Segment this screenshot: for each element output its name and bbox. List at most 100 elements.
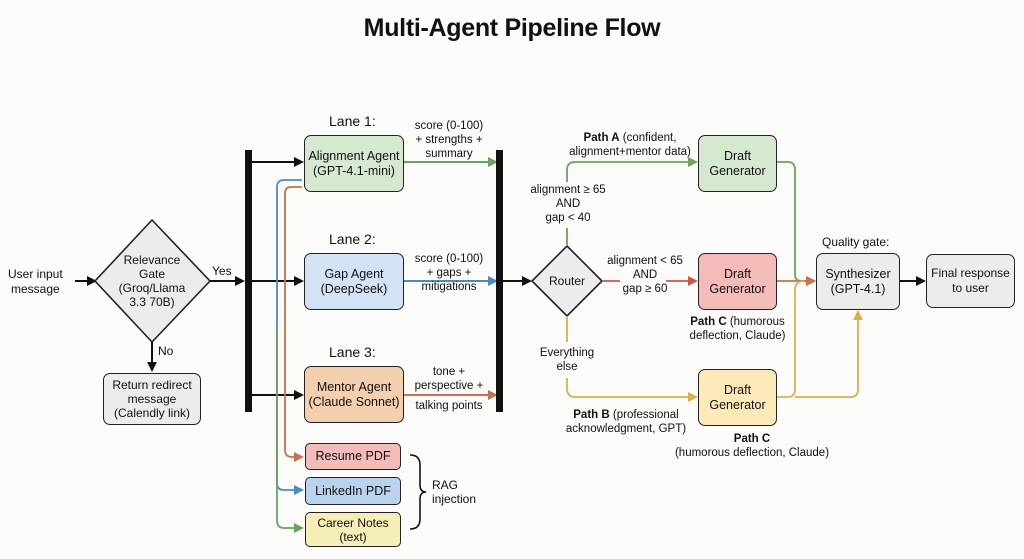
redirect-line1: Return redirect: [112, 378, 192, 392]
relevance-gate-line2: Gate: [138, 267, 165, 281]
path-c-title: Path C: [690, 316, 727, 328]
lane-2-out-line1: score (0-100): [414, 253, 484, 265]
alignment-agent-name: Alignment Agent: [308, 148, 400, 163]
path-b-title: Path B: [573, 409, 610, 421]
relevance-gate-line3: (Groq/Llama: [118, 281, 186, 295]
final-line1: Final response: [931, 266, 1010, 280]
final-line2: to user: [952, 281, 989, 295]
cond-c-line1: alignment < 65: [607, 255, 683, 267]
cond-c-line2: AND: [632, 269, 658, 281]
resume-pdf-box: Resume PDF: [305, 443, 401, 470]
lane-1-output-label: score (0-100) + strengths + summary: [404, 119, 494, 161]
user-input-label: User input message: [8, 267, 63, 297]
synthesizer-line1: Synthesizer: [825, 266, 891, 281]
lane-1-out-line1: score (0-100): [414, 120, 484, 132]
linkedin-pdf-box: LinkedIn PDF: [305, 477, 401, 505]
relevance-gate-label: Relevance Gate (Groq/Llama 3.3 70B): [107, 253, 197, 309]
condition-a-label: alignment ≥ 65 AND gap < 40: [523, 183, 613, 225]
page-title: Multi-Agent Pipeline Flow: [363, 14, 661, 42]
router-label: Router: [548, 274, 586, 288]
draft-generator-b-box: Draft Generator: [698, 369, 777, 426]
rag-label-line1: RAG: [432, 478, 459, 492]
draft-a-line2: Generator: [709, 163, 766, 178]
redirect-box: Return redirect message (Calendly link): [103, 373, 201, 425]
quality-gate-label: Quality gate:: [822, 235, 890, 249]
rag-label-line2: injection: [432, 492, 477, 506]
path-a-desc2: alignment+mentor data): [569, 146, 691, 158]
lane-2-out-line3: mitigations: [421, 281, 477, 293]
path-c2-title: Path C: [733, 433, 771, 445]
relevance-gate-line1: Relevance: [123, 253, 181, 267]
gap-agent-model: (DeepSeek): [320, 281, 388, 296]
lane-3-output-label: tone + perspective + talking points: [404, 365, 494, 413]
cond-a-line2: AND: [555, 198, 581, 210]
path-b-desc2: acknowledgment, GPT): [565, 423, 687, 435]
lane-1-out-line2: + strengths +: [415, 134, 483, 146]
rag-notes-connector: [276, 330, 304, 533]
draft-b-line2: Generator: [709, 397, 766, 412]
redirect-line3: (Calendly link): [113, 406, 191, 420]
lane-2-label: Lane 2:: [329, 231, 376, 247]
alignment-agent-box: Alignment Agent (GPT-4.1-mini): [304, 135, 404, 192]
path-a-connector: [566, 162, 696, 246]
synthesizer-box: Synthesizer (GPT-4.1): [816, 253, 900, 310]
path-c-label: Path C (humorous deflection, Claude): [685, 315, 790, 343]
gap-agent-box: Gap Agent (DeepSeek): [304, 253, 404, 310]
mentor-agent-model: (Claude Sonnet): [308, 394, 400, 409]
gap-agent-name: Gap Agent: [324, 266, 384, 281]
lane-2-out-line2: + gaps +: [426, 267, 472, 279]
rag-resume-connector: [284, 186, 304, 462]
condition-c-label: alignment < 65 AND gap ≥ 60: [605, 254, 685, 296]
path-a-desc1: (confident,: [619, 132, 677, 144]
user-input-line1: User input: [8, 267, 63, 281]
draft-b-to-synth-1: [777, 280, 805, 398]
lane-1-out-line3: summary: [425, 148, 473, 160]
lane-1-label: Lane 1:: [329, 113, 376, 129]
rag-injection-label: RAG injection: [432, 478, 476, 506]
alignment-agent-model: (GPT-4.1-mini): [313, 163, 395, 178]
fanout-bar: [245, 150, 252, 412]
yes-label: Yes: [212, 264, 232, 278]
linkedin-pdf-label: LinkedIn PDF: [315, 483, 391, 498]
lane-3-label: Lane 3:: [329, 344, 376, 360]
no-label: No: [158, 344, 174, 358]
career-notes-line2: (text): [339, 529, 367, 544]
draft-c-line1: Draft: [723, 266, 752, 281]
fanin-bar: [496, 150, 503, 412]
path-b-connector: [566, 316, 696, 397]
draft-a-to-synth: [777, 161, 816, 286]
draft-c-line2: Generator: [709, 281, 766, 296]
path-a-title: Path A: [583, 132, 620, 144]
user-input-line2: message: [11, 282, 60, 296]
path-c-desc1: (humorous: [726, 316, 785, 328]
synthesizer-line2: (GPT-4.1): [830, 281, 886, 296]
mentor-agent-name: Mentor Agent: [316, 379, 392, 394]
redirect-line2: message: [127, 392, 177, 406]
lane-3-out-line3: talking points: [415, 400, 483, 412]
draft-generator-a-box: Draft Generator: [698, 135, 777, 192]
cond-a-line1: alignment ≥ 65: [530, 184, 606, 196]
cond-a-line3: gap < 40: [545, 212, 591, 224]
path-b-desc1: (professional: [609, 409, 679, 421]
rag-linkedin-connector: [276, 179, 304, 495]
career-notes-line1: Career Notes: [317, 515, 389, 530]
draft-generator-c-box: Draft Generator: [698, 253, 777, 310]
draft-b-line1: Draft: [723, 382, 752, 397]
mentor-agent-box: Mentor Agent (Claude Sonnet): [304, 366, 404, 423]
lane-3-out-line2: perspective +: [414, 380, 484, 392]
cond-b-line1: Everything: [539, 347, 595, 359]
path-c-desc2: deflection, Claude): [689, 330, 786, 342]
path-c2-desc: (humorous deflection, Claude): [674, 447, 830, 459]
path-a-label: Path A (confident, alignment+mentor data…: [565, 131, 695, 159]
lane-3-out-line1: tone +: [432, 366, 466, 378]
draft-b-to-synth-2: [795, 310, 863, 398]
final-response-box: Final response to user: [926, 254, 1015, 308]
rag-brace: [409, 454, 427, 530]
condition-b-label: Everything else: [530, 346, 604, 374]
draft-a-line1: Draft: [723, 148, 752, 163]
career-notes-box: Career Notes (text): [305, 512, 401, 547]
cond-b-line2: else: [556, 361, 578, 373]
relevance-gate-line4: 3.3 70B): [129, 295, 175, 309]
resume-pdf-label: Resume PDF: [315, 449, 391, 463]
